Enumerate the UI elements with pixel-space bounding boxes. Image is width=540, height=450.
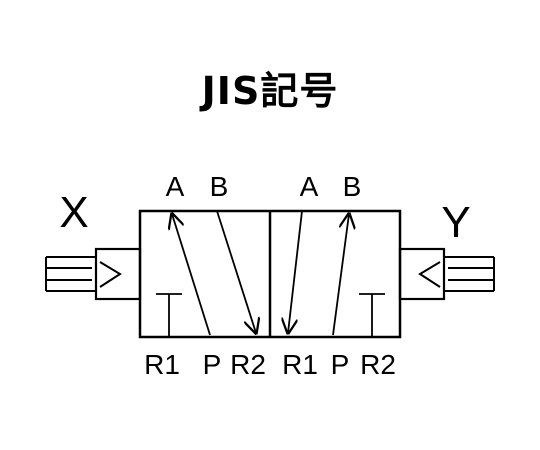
pilot-label-x: X (59, 188, 88, 237)
right-p-label: P (331, 349, 350, 380)
right-port-b-label: B (343, 171, 362, 202)
right-flow-arrow-p-to-b (332, 214, 349, 336)
right-exhaust-block-r2 (359, 293, 385, 337)
left-r1-label: R1 (144, 349, 180, 380)
left-r2-label: R2 (230, 349, 266, 380)
left-port-a-label: A (166, 171, 185, 202)
right-r2-label: R2 (360, 349, 396, 380)
right-pilot-actuator (398, 247, 495, 301)
left-flow-arrow-b-to-r2 (216, 210, 256, 333)
right-port-a-label: A (300, 171, 319, 202)
page-title: JIS記号 (201, 69, 339, 113)
right-r1-label: R1 (282, 349, 318, 380)
left-pilot-actuator (45, 247, 142, 301)
left-p-label: P (203, 349, 222, 380)
left-flow-arrow-p-to-a (172, 214, 211, 336)
pilot-label-y: Y (441, 198, 470, 247)
right-flow-arrow-a-to-r1 (288, 210, 303, 333)
left-exhaust-block-r1 (156, 293, 182, 337)
left-port-b-label: B (210, 171, 229, 202)
